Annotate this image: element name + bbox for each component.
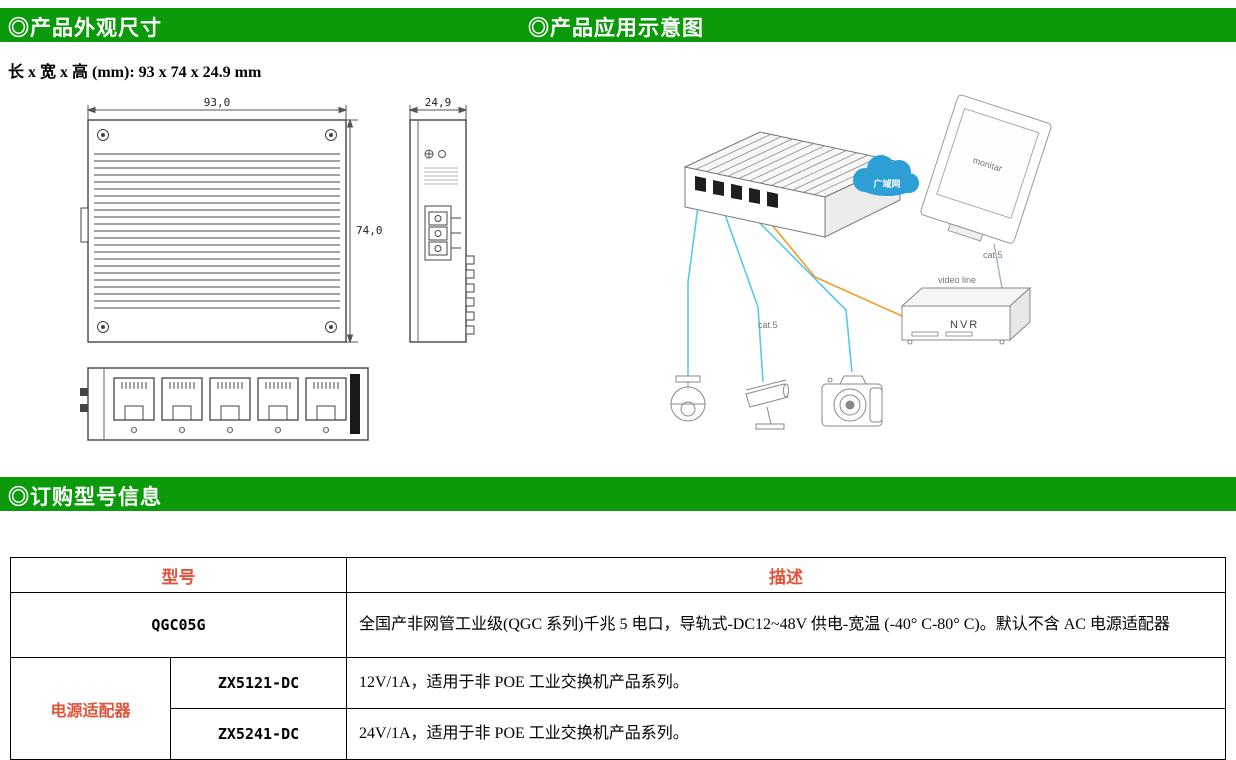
front-view-dimension-lines <box>86 105 358 344</box>
model-zx5241-dc: ZX5241-DC <box>170 708 347 760</box>
table-row: 电源适配器 ZX5121-DC 12V/1A，适用于非 POE 工业交换机产品系… <box>10 657 1226 760</box>
led-indicators <box>424 149 446 159</box>
section-title-application-diagram: ◎产品应用示意图 <box>528 17 704 40</box>
side-pin <box>80 388 88 396</box>
nvr-label: NVR <box>950 319 979 331</box>
section-title-ordering-info: ◎订购型号信息 <box>8 486 162 509</box>
video-line-label: video line <box>938 275 976 285</box>
power-connector <box>350 374 360 434</box>
model-zx5121-dc: ZX5121-DC <box>170 657 347 709</box>
corner-screws <box>97 129 337 333</box>
front-height-dimension: 74,0 <box>356 224 383 237</box>
dslr-camera <box>821 375 883 427</box>
cat5-label-cameras: cat.5 <box>758 320 778 330</box>
description-qgc05g: 全国产非网管工业级(QGC 系列)千兆 5 电口，导轨式-DC12~48V 供电… <box>346 592 1226 658</box>
dome-camera <box>670 375 706 422</box>
spec-label-lines <box>424 167 458 185</box>
cables <box>687 190 1003 383</box>
side-depth-dimension: 24,9 <box>425 96 452 109</box>
din-rail-teeth <box>465 255 475 335</box>
side-view-body <box>409 119 475 343</box>
cat5-label-monitor: cat.5 <box>983 250 1003 260</box>
section-title-product-dimensions: ◎产品外观尺寸 <box>8 17 162 40</box>
column-header-model: 型号 <box>10 557 347 593</box>
front-view-body <box>80 119 347 343</box>
monitor: monitar <box>920 94 1052 244</box>
terminal-block <box>424 205 461 261</box>
table-header-row: 型号 描述 <box>10 557 1226 593</box>
dimensions-summary-text: 长 x 宽 x 高 (mm): 93 x 74 x 24.9 mm <box>8 64 262 81</box>
switch-ports <box>695 176 778 208</box>
adapter-group-label: 电源适配器 <box>10 657 171 760</box>
side-view-dimension-lines <box>408 105 468 120</box>
wan-cloud: 广域网 <box>853 155 919 196</box>
description-zx5241-dc: 24V/1A，适用于非 POE 工业交换机产品系列。 <box>346 708 1226 760</box>
description-zx5121-dc: 12V/1A，适用于非 POE 工业交换机产品系列。 <box>346 657 1226 709</box>
section-header-top: ◎产品外观尺寸 ◎产品应用示意图 <box>0 8 1236 42</box>
front-width-dimension: 93,0 <box>204 96 231 109</box>
front-view-drawing: 93,0 74,0 <box>80 96 383 344</box>
rj45-ports <box>113 377 347 421</box>
side-view-drawing: 24,9 <box>408 96 475 343</box>
section-header-ordering: ◎订购型号信息 <box>0 477 1236 511</box>
side-pin <box>80 404 88 412</box>
nvr-device: NVR <box>900 286 1032 345</box>
application-diagram: 广域网 monitar cat.5 video line NVR cat.5 <box>670 94 1052 430</box>
port-leds <box>131 427 329 433</box>
wan-cloud-label: 广域网 <box>873 178 900 189</box>
column-header-description: 描述 <box>346 557 1226 593</box>
table-row: QGC05G 全国产非网管工业级(QGC 系列)千兆 5 电口，导轨式-DC12… <box>10 592 1226 658</box>
table-row: ZX5241-DC 24V/1A，适用于非 POE 工业交换机产品系列。 <box>11 708 1226 760</box>
port-panel-drawing <box>80 367 369 441</box>
ordering-table: 型号 描述 QGC05G 全国产非网管工业级(QGC 系列)千兆 5 电口，导轨… <box>10 557 1226 760</box>
bullet-camera <box>745 379 789 430</box>
model-qgc05g: QGC05G <box>10 592 347 658</box>
